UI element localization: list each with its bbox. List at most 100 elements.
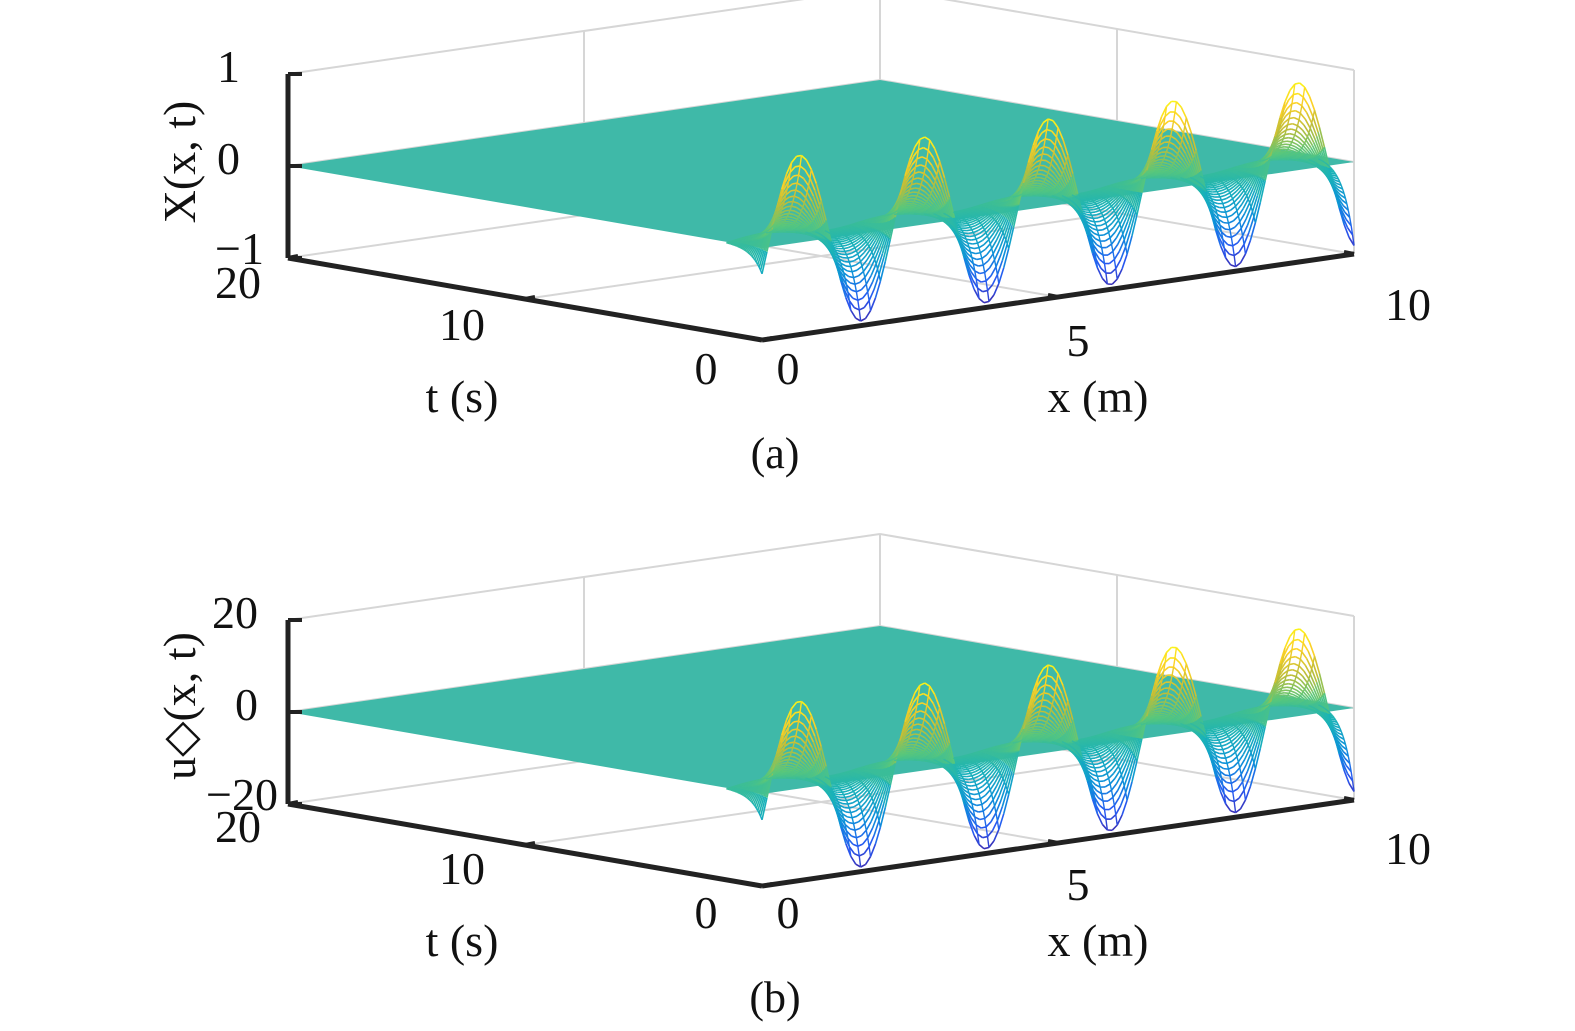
surface-mesh-line [1199, 175, 1202, 178]
surface-mesh-line [758, 267, 762, 271]
surface-mesh-line [1112, 190, 1115, 193]
surface-mesh-line [979, 271, 985, 275]
surface-mesh-line [878, 234, 886, 248]
surface-mesh-line [851, 239, 858, 244]
surface-mesh-line [945, 220, 949, 223]
surface-mesh-line [844, 260, 850, 263]
surface-mesh-line [992, 243, 999, 255]
surface-mesh-line [922, 194, 929, 200]
surface-mesh-line [1103, 215, 1110, 221]
surface-mesh-line [1225, 173, 1228, 176]
surface-mesh-line [1230, 179, 1236, 185]
surface-mesh-line [1215, 176, 1218, 179]
surface-mesh-line [988, 218, 996, 226]
surface-mesh-line [810, 233, 813, 236]
surface-mesh-line [831, 234, 835, 237]
surface-mesh-line [845, 240, 851, 244]
surface-mesh-line [802, 228, 809, 233]
surface-mesh-line [847, 256, 854, 259]
surface-mesh-line [1229, 192, 1232, 196]
surface-mesh-line [984, 211, 987, 214]
surface-mesh-line [1055, 169, 1062, 178]
surface-mesh-line [944, 203, 951, 219]
surface-mesh-line [876, 232, 883, 244]
surface-mesh-line [1236, 210, 1240, 217]
surface-mesh-line [1109, 237, 1113, 245]
surface-mesh-line [978, 220, 981, 224]
surface-mesh-line [803, 202, 810, 211]
surface-mesh-line [1266, 158, 1269, 161]
surface-mesh-line [954, 212, 957, 215]
surface-mesh-line [843, 233, 846, 236]
surface-mesh-line [990, 266, 997, 277]
surface-mesh-line [1202, 177, 1205, 180]
surface-mesh-line [1181, 177, 1184, 180]
surface-mesh-line [1108, 191, 1115, 197]
surface-mesh-line [787, 200, 794, 204]
surface-mesh-line [1179, 144, 1187, 154]
surface-mesh-line [1161, 173, 1164, 176]
surface-mesh-line [989, 210, 996, 217]
surface-mesh-line [1109, 199, 1116, 205]
surface-mesh-line [1219, 179, 1222, 183]
surface-mesh-line [1299, 105, 1303, 114]
surface-mesh-line [1096, 212, 1102, 216]
surface-mesh-line [988, 259, 996, 269]
surface-mesh-line [796, 182, 803, 187]
surface-mesh-line [903, 210, 906, 213]
surface-mesh-line [814, 215, 822, 228]
surface-mesh-line [765, 230, 768, 233]
surface-mesh-line [1060, 198, 1063, 201]
surface-mesh-line [1229, 188, 1236, 194]
surface-mesh-line [962, 209, 965, 212]
surface-mesh-line [864, 277, 867, 285]
surface-mesh-line [1115, 206, 1122, 215]
surface-mesh-line [984, 267, 991, 274]
surface-mesh-line [1137, 177, 1140, 180]
surface-mesh-line [842, 244, 848, 247]
surface-mesh-line [1114, 223, 1121, 233]
surface-mesh-line [1102, 196, 1105, 199]
surface-mesh-line [1222, 180, 1228, 184]
surface-mesh-line [1002, 232, 1006, 237]
surface-mesh-line [970, 217, 977, 221]
surface-mesh-line [792, 224, 799, 228]
surface-mesh-line [868, 222, 875, 228]
surface-mesh-line [786, 205, 792, 208]
surface-mesh-line [977, 239, 983, 244]
surface-mesh-line [1223, 172, 1226, 175]
surface-mesh-line [767, 229, 770, 232]
surface-mesh-line [1075, 196, 1078, 199]
surface-mesh-line [1058, 197, 1061, 200]
surface-mesh-line [863, 245, 870, 254]
surface-mesh-line [862, 291, 869, 299]
surface-mesh-line [1037, 153, 1043, 158]
surface-mesh-line [1165, 100, 1173, 107]
surface-mesh-line [944, 221, 947, 224]
surface-mesh-line [978, 208, 981, 211]
surface-mesh-line [1058, 179, 1065, 189]
surface-mesh-line [1316, 153, 1320, 156]
surface-mesh-line [1303, 142, 1311, 151]
surface-mesh-line [864, 310, 872, 319]
surface-mesh-line [804, 197, 812, 207]
surface-mesh-line [1230, 195, 1234, 200]
surface-mesh-line [1284, 132, 1290, 136]
surface-mesh-line [791, 225, 797, 229]
surface-mesh-line [771, 230, 774, 233]
surface-mesh-line [944, 213, 947, 216]
surface-mesh-line [989, 235, 996, 245]
surface-mesh-line [986, 290, 990, 302]
surface-mesh-line [1244, 240, 1252, 255]
surface-mesh-line [1288, 146, 1295, 150]
surface-mesh-line [1220, 185, 1226, 190]
surface-mesh-line [939, 191, 946, 205]
surface-mesh-line [884, 233, 887, 237]
surface-mesh-line [1060, 176, 1067, 187]
surface-mesh-line [1219, 177, 1226, 182]
surface-mesh-line [988, 209, 995, 216]
surface-mesh-line [1312, 163, 1315, 166]
surface-mesh-line [788, 212, 794, 216]
surface-mesh-line [1098, 204, 1104, 209]
surface-mesh-line [965, 226, 971, 229]
